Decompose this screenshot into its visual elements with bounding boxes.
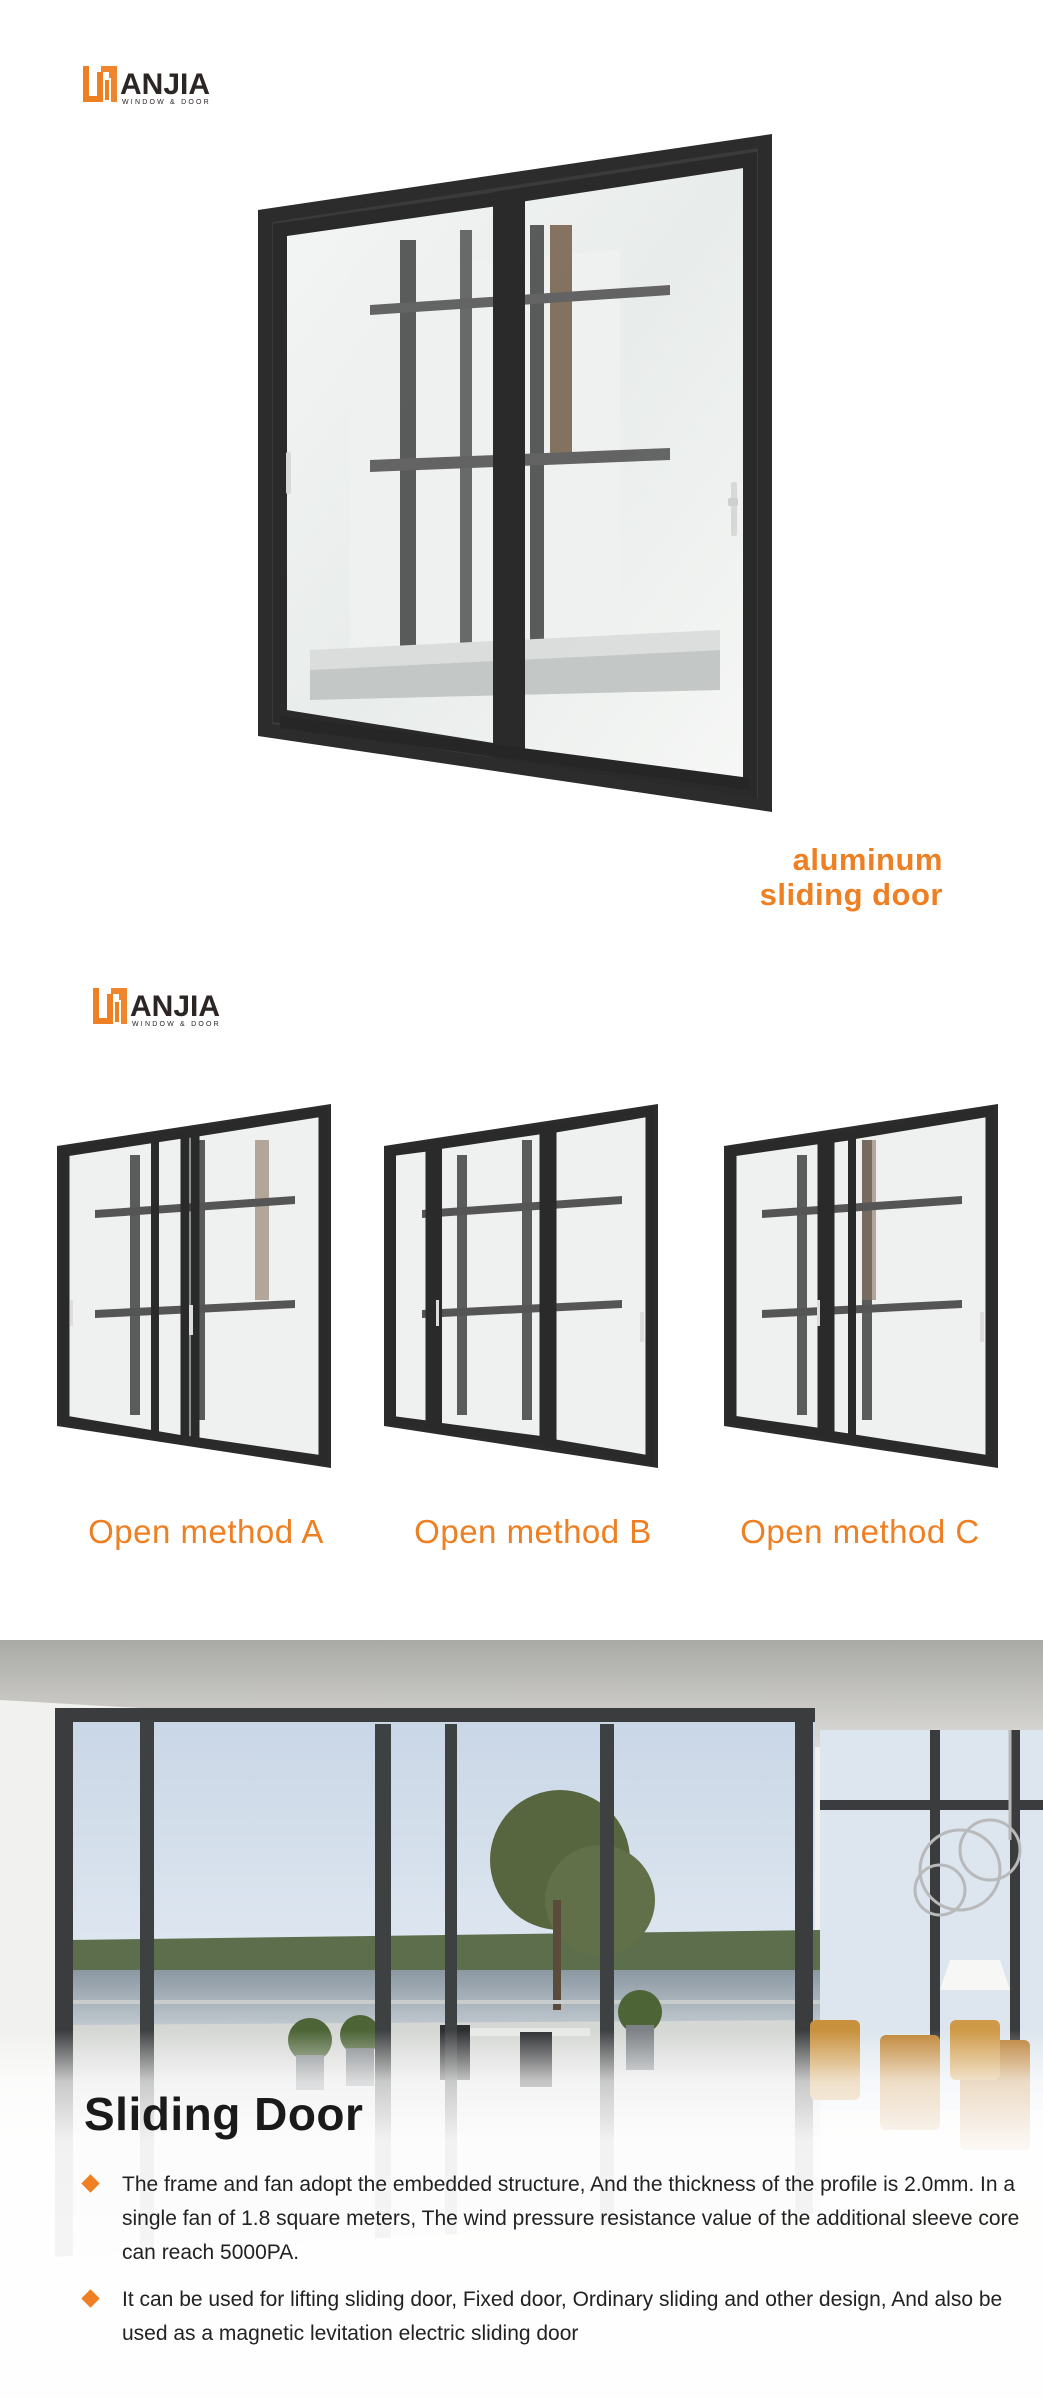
brand-mark-icon (93, 988, 127, 1024)
hero-caption-line1: aluminum (792, 842, 943, 877)
hero-caption-line2: sliding door (759, 877, 943, 912)
brand-logo: ANJIA WINDOW & DOOR (83, 66, 211, 106)
brand-name: ANJIA (130, 990, 220, 1023)
brand-name: ANJIA (120, 68, 210, 101)
hero-door-image (258, 134, 772, 812)
open-method-c-label: Open method C (740, 1513, 980, 1550)
feature-bullet-1-text: The frame and fan adopt the embedded str… (122, 2173, 1020, 2264)
open-method-a-label: Open method A (88, 1513, 324, 1550)
open-method-c-image (724, 1104, 998, 1468)
open-method-b-image (384, 1104, 658, 1468)
brand-tagline: WINDOW & DOOR (132, 1021, 221, 1028)
brand-logo-2: ANJIA WINDOW & DOOR (93, 988, 221, 1028)
brand-tagline: WINDOW & DOOR (122, 99, 211, 106)
open-method-a-image (57, 1104, 331, 1468)
feature-bullet-2-text: It can be used for lifting sliding door,… (122, 2288, 1003, 2345)
hero-caption: aluminum sliding door (760, 842, 943, 912)
open-method-b-label: Open method B (414, 1513, 652, 1550)
brand-mark-icon (83, 66, 117, 102)
section-title: Sliding Door (84, 2088, 364, 2140)
text-panel (0, 2030, 1043, 2398)
